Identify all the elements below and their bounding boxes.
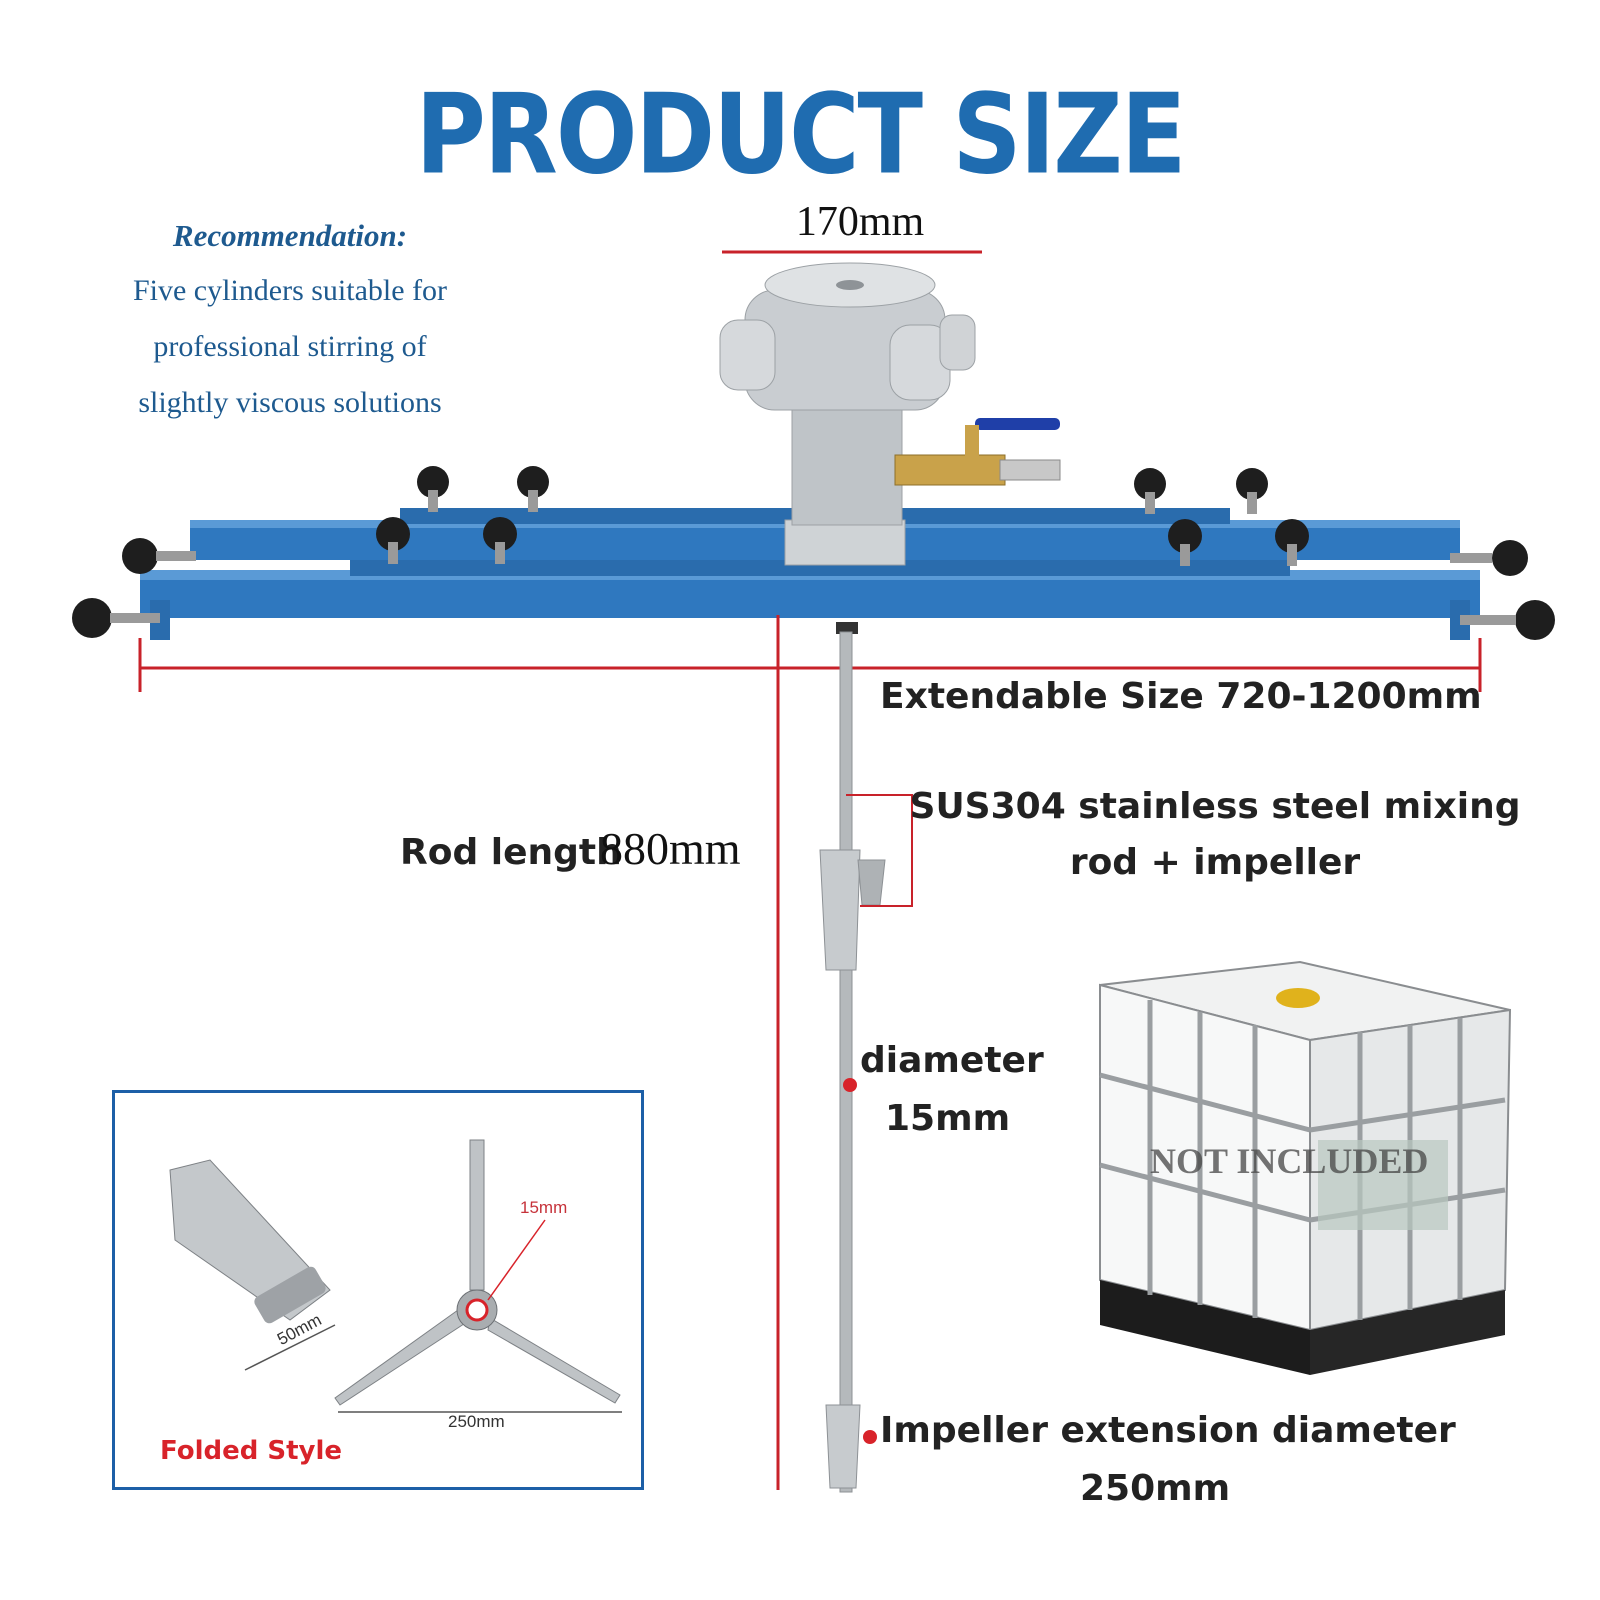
ball-valve	[894, 418, 1061, 486]
span-dimension-label: 250mm	[448, 1412, 505, 1431]
clamp-knob-icons	[72, 466, 1555, 640]
diameter-label: diameter	[860, 1040, 1044, 1081]
top-width-label: 170mm	[795, 199, 925, 245]
diameter-marker-dot	[843, 1078, 857, 1092]
frame-front-bar	[140, 560, 1480, 640]
rod-length-value: 880mm	[600, 823, 741, 874]
recommendation-heading: Recommendation:	[172, 218, 408, 253]
impeller-inset-box	[112, 1090, 644, 1490]
open-impeller-drawing	[334, 1139, 622, 1413]
mixing-rod	[819, 622, 886, 1493]
folded-style-label: Folded Style	[160, 1436, 343, 1466]
material-label-line-1: SUS304 stainless steel mixing	[909, 786, 1521, 827]
ibc-tank	[1099, 960, 1512, 1375]
recommendation-line-2: professional stirring of	[153, 330, 427, 363]
material-bracket	[846, 794, 913, 907]
diameter-value: 15mm	[885, 1098, 1011, 1139]
impeller-diameter-label: Impeller extension diameter	[880, 1410, 1456, 1451]
recommendation-line-3: slightly viscous solutions	[138, 386, 442, 419]
extendable-dimension-line	[138, 638, 1482, 692]
extendable-size-label: Extendable Size 720-1200mm	[880, 676, 1482, 717]
rod-length-label: Rod length	[400, 832, 622, 873]
air-motor	[719, 262, 976, 566]
not-included-watermark: NOT INCLUDED	[1150, 1141, 1429, 1181]
hub-dimension-label: 15mm	[520, 1198, 568, 1217]
recommendation-line-1: Five cylinders suitable for	[132, 274, 448, 307]
material-label-line-2: rod + impeller	[1069, 842, 1361, 883]
impeller-diameter-value: 250mm	[1080, 1468, 1231, 1509]
impeller-marker-dot	[863, 1430, 877, 1444]
folded-impeller-drawing	[169, 1159, 336, 1371]
page-title: PRODUCT SIZE	[415, 70, 1187, 199]
